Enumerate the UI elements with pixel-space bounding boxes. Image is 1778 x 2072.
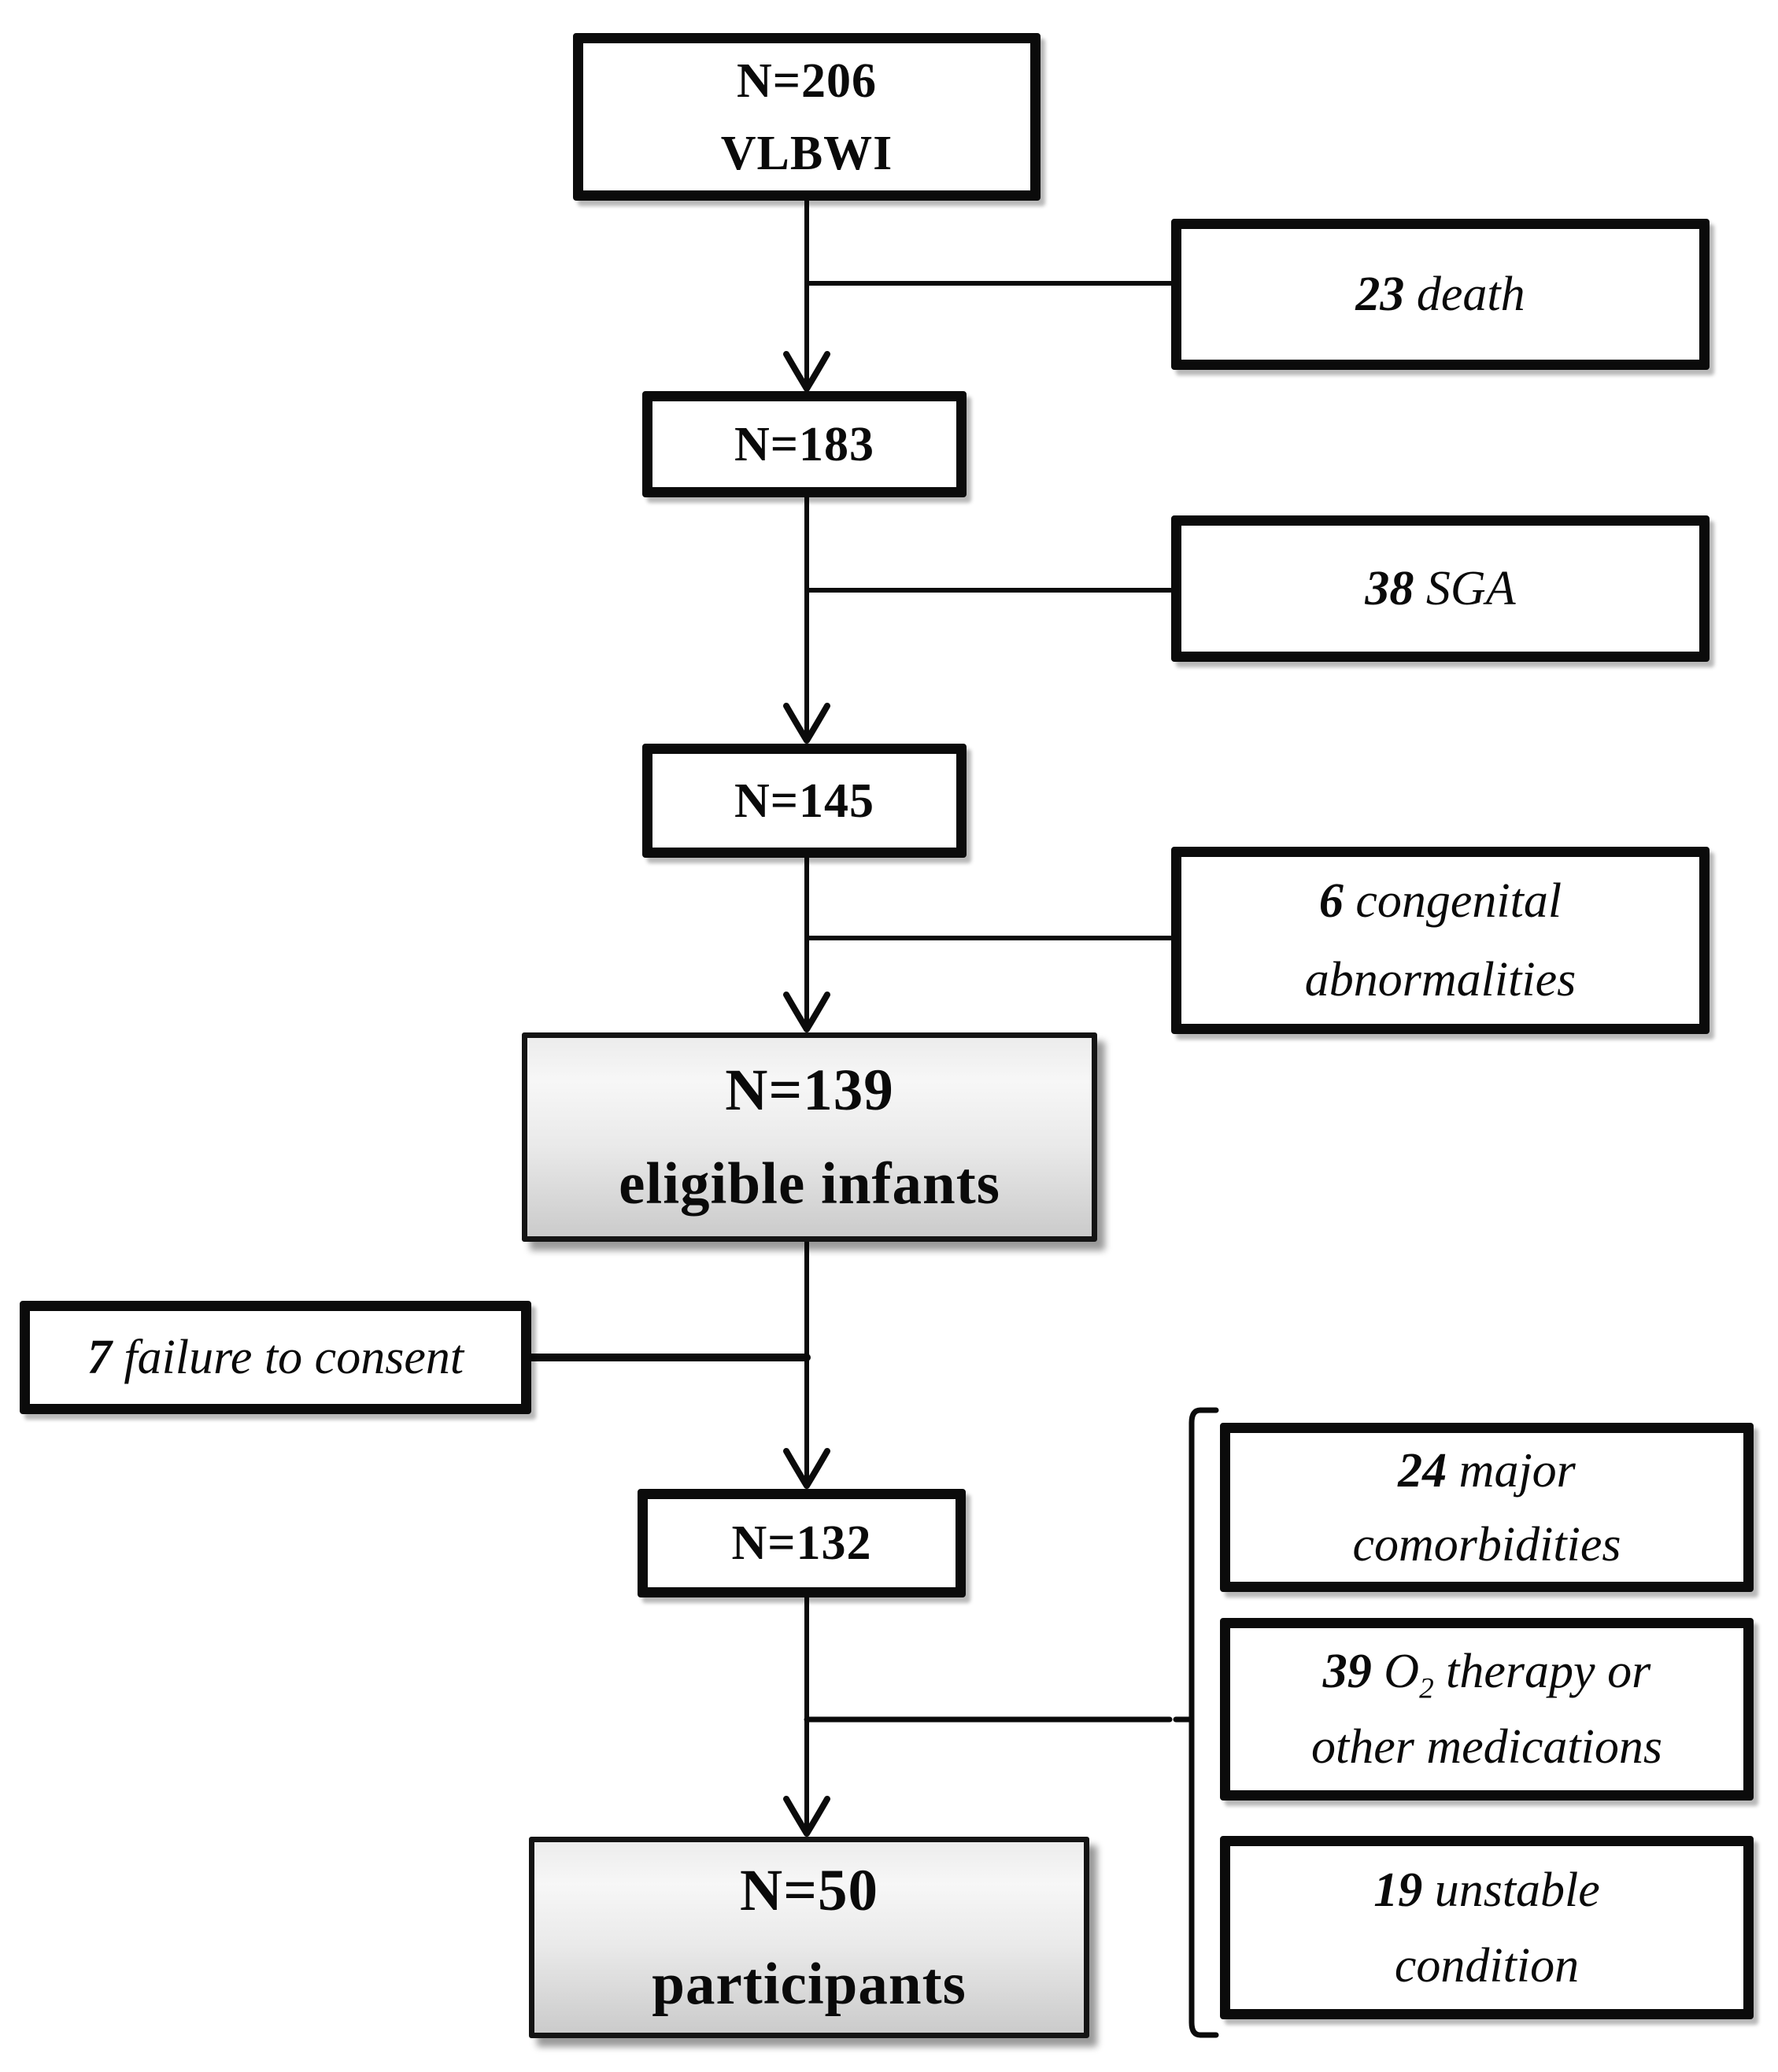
node-n145-line1: N=145 <box>734 774 875 828</box>
excluded-o2-count: 39 <box>1322 1645 1372 1698</box>
node-excluded-unstable: 19 unstable condition <box>1220 1836 1754 2019</box>
node-excluded-o2-therapy: 39 O2 therapy or other medications <box>1220 1618 1754 1801</box>
excluded-death-count: 23 <box>1355 268 1405 321</box>
node-excluded-sga: 38 SGA <box>1171 515 1710 662</box>
node-n139-line1: N=139 <box>725 1058 894 1123</box>
excluded-congenital-line2: abnormalities <box>1305 940 1576 1019</box>
node-n132: N=132 <box>638 1489 966 1597</box>
excluded-death-label: death <box>1404 268 1525 321</box>
excluded-o2-symbol: O <box>1371 1645 1420 1698</box>
excluded-sga-text: 38 SGA <box>1365 551 1515 626</box>
node-n139-line2: eligible infants <box>619 1151 1000 1217</box>
excluded-comorbidities-line1: 24 major <box>1398 1434 1576 1508</box>
excluded-o2-line2: other medications <box>1311 1709 1662 1785</box>
arrowhead-n145 <box>783 703 830 744</box>
arrowhead-n183 <box>783 351 830 392</box>
excluded-comorbidities-count: 24 <box>1398 1443 1447 1498</box>
excluded-congenital-count: 6 <box>1318 874 1344 928</box>
excluded-sga-count: 38 <box>1365 562 1414 615</box>
excluded-sga-label: SGA <box>1414 562 1516 615</box>
arrowhead-n139 <box>783 992 830 1032</box>
excluded-o2-label1: therapy or <box>1433 1645 1651 1698</box>
excluded-unstable-count: 19 <box>1373 1863 1423 1917</box>
excluded-o2-label2: other medications <box>1311 1720 1662 1774</box>
excluded-o2-subscript: 2 <box>1419 1672 1434 1705</box>
excluded-unstable-label1: unstable <box>1422 1863 1600 1917</box>
excluded-consent-text: 7 failure to consent <box>87 1320 464 1395</box>
excluded-consent-label: failure to consent <box>111 1331 464 1384</box>
node-n183: N=183 <box>642 391 967 497</box>
excluded-comorbidities-line2: comorbidities <box>1353 1508 1621 1582</box>
node-n50-participants: N=50 participants <box>529 1837 1089 2038</box>
node-n132-line1: N=132 <box>731 1516 872 1570</box>
excluded-unstable-line2: condition <box>1395 1928 1579 2004</box>
excluded-congenital-label1: congenital <box>1343 874 1562 928</box>
node-n206-line2: VLBWI <box>720 126 893 180</box>
node-excluded-death: 23 death <box>1171 219 1710 370</box>
excluded-death-text: 23 death <box>1355 257 1525 332</box>
node-n50-line2: participants <box>652 1952 967 2017</box>
arrowhead-n50 <box>783 1796 830 1837</box>
node-excluded-comorbidities: 24 major comorbidities <box>1220 1423 1754 1592</box>
node-n206-vlbwi: N=206 VLBWI <box>573 33 1041 201</box>
excluded-unstable-label2: condition <box>1394 1938 1580 1993</box>
excluded-unstable-line1: 19 unstable <box>1373 1852 1600 1928</box>
node-n145: N=145 <box>642 744 967 858</box>
excluded-consent-count: 7 <box>87 1331 112 1384</box>
excluded-congenital-line1: 6 congenital <box>1319 862 1562 940</box>
node-n139-eligible: N=139 eligible infants <box>522 1032 1097 1242</box>
node-excluded-consent: 7 failure to consent <box>20 1301 531 1414</box>
excluded-o2-line1: 39 O2 therapy or <box>1323 1634 1650 1709</box>
exclusion-bracket <box>1188 1407 1219 2038</box>
excluded-comorbidities-label2: comorbidities <box>1352 1517 1621 1572</box>
excluded-congenital-label2: abnormalities <box>1304 953 1577 1006</box>
arrowhead-n132 <box>783 1448 830 1489</box>
node-n183-line1: N=183 <box>734 417 875 471</box>
excluded-comorbidities-label1: major <box>1447 1443 1576 1498</box>
node-n206-line1: N=206 <box>736 54 878 108</box>
node-excluded-congenital: 6 congenital abnormalities <box>1171 847 1710 1034</box>
node-n50-line1: N=50 <box>740 1858 878 1923</box>
